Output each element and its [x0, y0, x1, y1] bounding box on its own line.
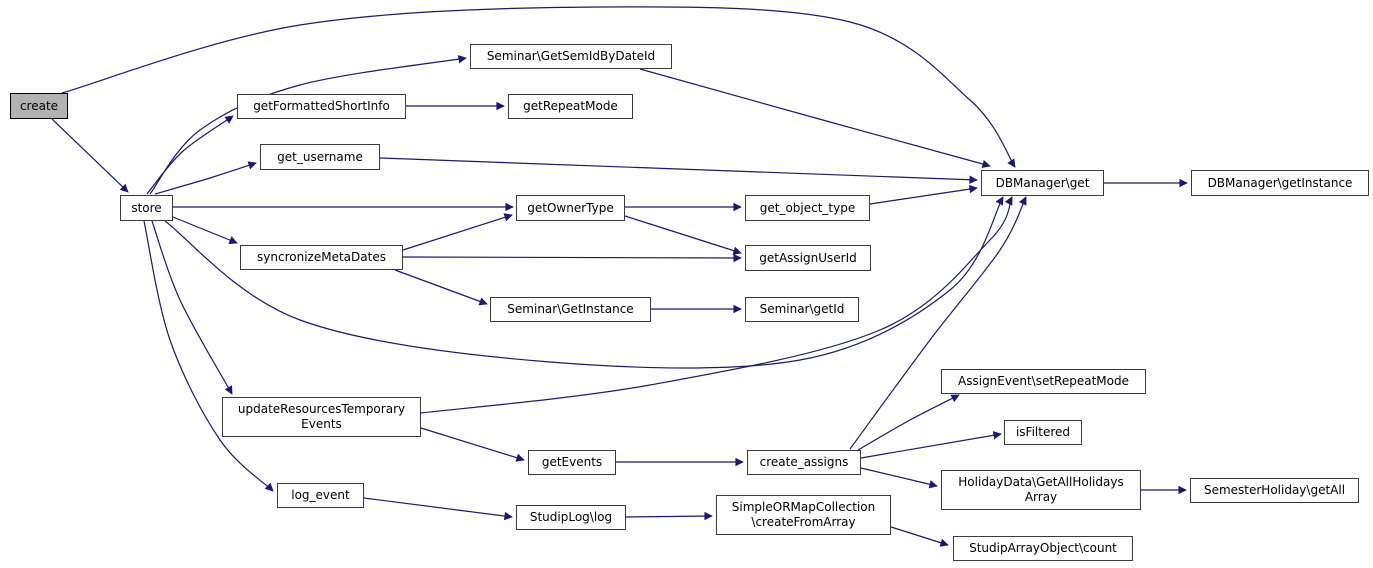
edge-simpleORMapCreateFromArray-to-studipArrayObjectCount — [890, 526, 949, 547]
node-dbGetInstance[interactable]: DBManager\getInstance — [1191, 170, 1369, 196]
edge-create_assigns-to-assignSetRepeatMode — [857, 394, 960, 451]
edge-store-to-dbGet — [164, 196, 1004, 369]
edge-create-to-store — [51, 118, 129, 193]
node-simpleORMapCreateFromArray[interactable]: SimpleORMapCollection \createFromArray — [716, 495, 891, 535]
edge-syncronizeMetaDates-to-getAssignUserId — [402, 253, 742, 263]
node-getFormattedShortInfo[interactable]: getFormattedShortInfo — [237, 94, 406, 119]
node-syncronizeMetaDates[interactable]: syncronizeMetaDates — [240, 245, 403, 270]
edge-create-to-dbGet — [61, 6, 1016, 168]
node-studipArrayObjectCount[interactable]: StudipArrayObject\count — [953, 536, 1133, 561]
edge-store-to-get_username — [154, 161, 257, 195]
edge-store-to-syncronizeMetaDates — [172, 216, 238, 245]
edge-updateResourcesTemporaryEvents-to-getEvents — [420, 427, 525, 462]
edge-store-to-log_event — [143, 220, 274, 492]
node-holidayGetAllArray[interactable]: HolidayData\GetAllHolidays Array — [941, 470, 1141, 510]
edge-syncronizeMetaDates-to-getOwnerType — [402, 213, 513, 251]
node-getEvents[interactable]: getEvents — [528, 450, 616, 475]
edge-getOwnerType-to-getAssignUserId — [624, 215, 742, 255]
node-updateResourcesTemporaryEvents[interactable]: updateResourcesTemporary Events — [222, 397, 421, 437]
edge-create_assigns-to-dbGet — [849, 196, 1027, 450]
node-getOwnerType[interactable]: getOwnerType — [516, 195, 625, 221]
node-log_event[interactable]: log_event — [277, 483, 364, 508]
edge-getSemIdByDateId-to-dbGet — [639, 68, 991, 169]
edge-log_event-to-studipLog — [363, 497, 513, 521]
node-getSemIdByDateId[interactable]: Seminar\GetSemIdByDateId — [470, 44, 672, 69]
node-isFiltered[interactable]: isFiltered — [1004, 420, 1082, 445]
node-create_assigns[interactable]: create_assigns — [747, 450, 861, 475]
node-seminarGetId[interactable]: Seminar\getId — [745, 297, 859, 322]
node-get_username[interactable]: get_username — [260, 144, 380, 170]
node-get_object_type[interactable]: get_object_type — [745, 195, 870, 221]
node-store[interactable]: store — [120, 195, 173, 221]
node-getRepeatMode[interactable]: getRepeatMode — [508, 94, 633, 119]
edge-create_assigns-to-holidayGetAllArray — [860, 467, 938, 489]
node-studipLog[interactable]: StudipLog\log — [516, 505, 626, 530]
edge-store-to-updateResourcesTemporaryEvents — [151, 220, 233, 395]
node-getAssignUserId[interactable]: getAssignUserId — [745, 245, 871, 271]
edge-syncronizeMetaDates-to-seminarGetInstance — [394, 269, 488, 306]
node-dbGet[interactable]: DBManager\get — [981, 170, 1104, 196]
edge-updateResourcesTemporaryEvents-to-dbGet — [420, 196, 1013, 414]
edge-store-to-getFormattedShortInfo — [146, 115, 234, 195]
node-semesterHolidayGetAll[interactable]: SemesterHoliday\getAll — [1190, 478, 1359, 503]
node-assignSetRepeatMode[interactable]: AssignEvent\setRepeatMode — [941, 369, 1146, 394]
node-seminarGetInstance[interactable]: Seminar\GetInstance — [490, 297, 651, 322]
edge-store-to-getSemIdByDateId — [149, 55, 467, 195]
edge-get_username-to-dbGet — [379, 157, 978, 184]
edge-get_object_type-to-dbGet — [869, 184, 978, 205]
edge-create_assigns-to-isFiltered — [860, 431, 1002, 459]
edge-studipLog-to-simpleORMapCreateFromArray — [625, 511, 713, 521]
node-create: create — [10, 93, 68, 119]
